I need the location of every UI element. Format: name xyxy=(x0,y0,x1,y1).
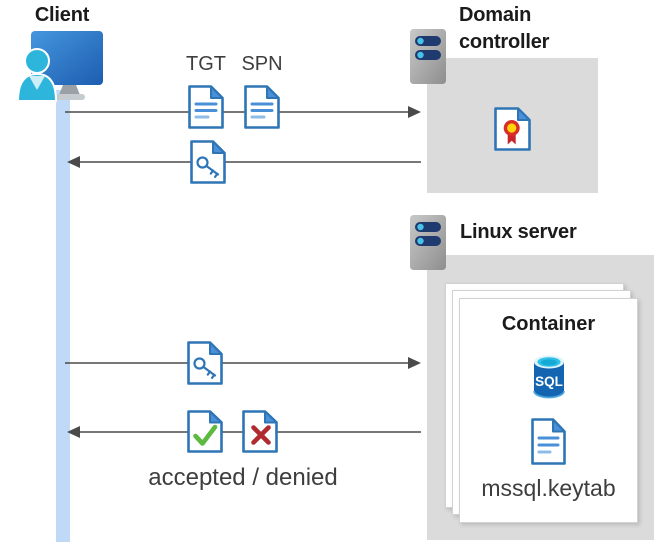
tgt-label: TGT xyxy=(186,53,226,75)
key-document-icon xyxy=(190,140,226,184)
container-card: Container SQL mssql.keytab xyxy=(459,298,638,523)
sql-badge-text: SQL xyxy=(535,374,563,389)
spn-label: SPN xyxy=(241,53,283,75)
accepted-denied-label: accepted / denied xyxy=(148,464,338,491)
client-lifeline xyxy=(56,90,70,542)
client-label: Client xyxy=(34,4,90,26)
arrow-domain-controller-to-client xyxy=(67,156,421,168)
container-label: Container xyxy=(501,313,596,335)
person-figure xyxy=(16,48,58,102)
domain-controller-label: Domain controller xyxy=(459,4,550,53)
monitor-base xyxy=(56,94,85,100)
certificate-seal xyxy=(503,119,520,137)
monitor-user-icon xyxy=(16,31,103,102)
monitor-stand xyxy=(59,85,80,95)
tgt-document-icon xyxy=(188,85,224,129)
key-document-icon xyxy=(187,341,223,385)
linux-server-label: Linux server xyxy=(460,221,577,243)
spn-document-icon xyxy=(244,85,280,129)
monitor-screen xyxy=(31,31,103,85)
certificate-document-icon xyxy=(494,107,531,151)
keytab-file-label: mssql.keytab xyxy=(481,475,616,501)
domain-controller-server-icon xyxy=(410,29,446,84)
x-document-icon xyxy=(242,410,278,453)
arrow-client-to-linux-server xyxy=(65,357,421,369)
sql-database-icon: SQL xyxy=(532,355,565,399)
check-document-icon xyxy=(187,410,223,453)
linux-server-icon xyxy=(410,215,446,270)
keytab-document-icon xyxy=(531,418,566,465)
